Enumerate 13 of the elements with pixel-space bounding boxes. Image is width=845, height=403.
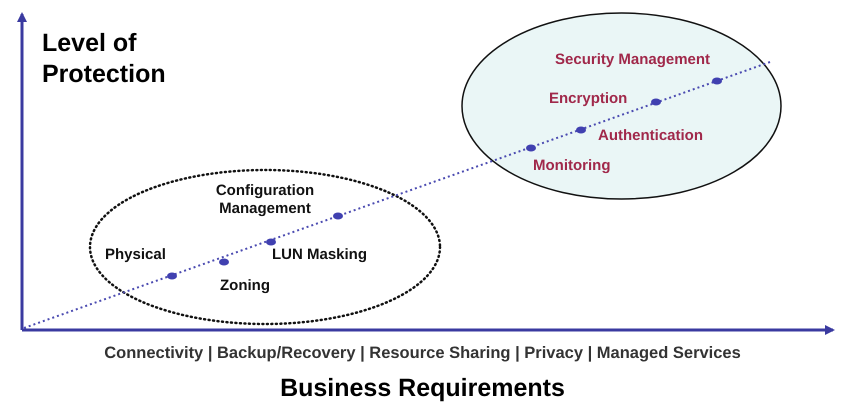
point-label: Authentication	[598, 127, 703, 145]
point-label: Monitoring	[533, 157, 610, 175]
point-label: LUN Masking	[272, 246, 368, 264]
dotted-ellipse	[88, 168, 442, 326]
shaded-ellipse	[460, 11, 783, 201]
axis-title: Business Requirements	[279, 373, 566, 403]
point-label: Encryption	[549, 90, 628, 108]
point-label: Security Management	[555, 51, 710, 69]
point-label: Zoning	[220, 277, 270, 295]
axis-title: Level of Protection	[42, 28, 167, 90]
point-label: Physical	[105, 246, 166, 264]
point-label: Configuration Management	[200, 182, 330, 218]
category-labels: Connectivity | Backup/Recovery | Resource Sharing | Privacy | Managed Services	[103, 343, 742, 364]
